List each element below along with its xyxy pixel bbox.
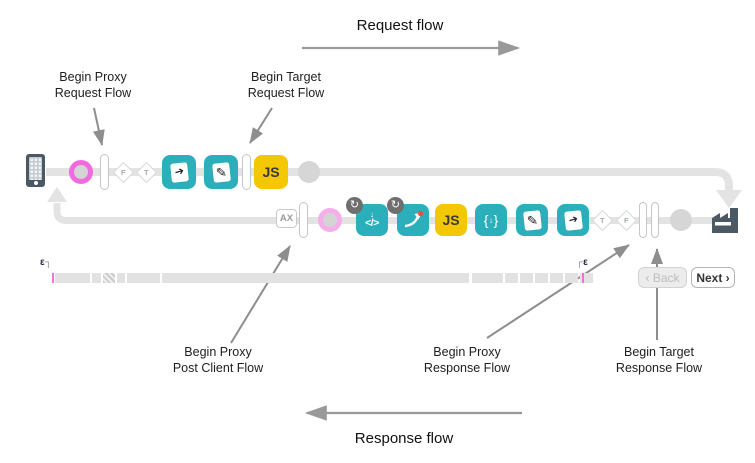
proxy-response-pointer-arrow (486, 244, 630, 339)
next-button[interactable]: Next › (691, 267, 735, 288)
timeline-segment[interactable] (535, 273, 548, 283)
timeline-segment[interactable] (92, 273, 101, 283)
pencil-policy-icon-response[interactable]: ✎ (516, 204, 548, 236)
timeline-pink-tick (582, 273, 584, 283)
response-flow-label: Response flow (354, 430, 454, 447)
pencil-policy-icon-request[interactable]: ✎ (204, 155, 238, 189)
timeline-segment[interactable] (472, 273, 503, 283)
response-step-circle[interactable] (670, 209, 692, 231)
js-policy-icon-request[interactable]: JS (254, 155, 288, 189)
annotation-proxy-request-flow: Begin Proxy Request Flow (54, 70, 132, 100)
annotation-proxy-response-flow: Begin Proxy Response Flow (423, 345, 511, 375)
braces-policy-icon[interactable]: { ↓ } (475, 204, 507, 236)
post-client-flow-pill[interactable] (299, 202, 308, 238)
refresh-badge-icon-2: ↻ (387, 197, 404, 214)
response-start-circle[interactable] (318, 208, 342, 232)
timeline-segment[interactable] (55, 273, 90, 283)
target-factory-icon[interactable] (711, 207, 740, 233)
proxy-response-flow-pill[interactable] (639, 202, 647, 238)
proxy-request-pointer-arrow (92, 107, 105, 146)
request-step-circle[interactable] (298, 161, 320, 183)
js-policy-icon-response[interactable]: JS (435, 204, 467, 236)
epsilon-marker-right: ┌ε (576, 257, 588, 268)
back-button[interactable]: ‹ Back (638, 267, 687, 288)
target-response-flow-pill[interactable] (651, 202, 659, 238)
epsilon-marker-left: ε┐ (40, 257, 52, 268)
timeline-segment[interactable] (162, 273, 469, 283)
pencil-glyph: ✎ (214, 163, 228, 181)
timeline-segment[interactable] (565, 273, 578, 283)
callout-policy-icon-response[interactable]: ➔ (557, 204, 589, 236)
target-request-flow-pill[interactable] (242, 154, 251, 190)
annotation-post-client-flow: Begin Proxy Post Client Flow (172, 345, 264, 375)
response-flow-line (53, 203, 712, 224)
timeline-pink-tick (52, 273, 54, 283)
callout-policy-icon-request[interactable]: ➔ (162, 155, 196, 189)
response-flow-up-arrowhead (47, 187, 67, 202)
phone-home-button (33, 181, 38, 185)
timeline-segment[interactable] (127, 273, 160, 283)
proxy-request-start-circle[interactable] (69, 160, 93, 184)
request-flow-down-arrowhead (716, 190, 742, 208)
timeline-segment[interactable] (580, 273, 593, 283)
proxy-request-flow-pill[interactable] (100, 154, 109, 190)
refresh-badge-icon-1: ↻ (346, 197, 363, 214)
timeline-segment[interactable] (505, 273, 518, 283)
client-phone-icon[interactable] (26, 154, 45, 187)
request-flow-label: Request flow (356, 17, 444, 34)
curved-arrow-red-dot-glyph (404, 210, 424, 228)
timeline-segment[interactable] (117, 273, 125, 283)
request-flow-line (46, 168, 733, 191)
timeline-segment[interactable] (520, 273, 533, 283)
timeline-segment[interactable] (103, 273, 115, 283)
timeline-segment[interactable] (550, 273, 563, 283)
annotation-target-request-flow: Begin Target Request Flow (247, 70, 325, 100)
annotation-target-response-flow: Begin Target Response Flow (615, 345, 703, 375)
target-request-pointer-arrow (249, 107, 273, 144)
analytics-ax-box[interactable]: AX (276, 209, 297, 228)
phone-screen (29, 157, 42, 180)
callout-arrow-glyph: ➔ (172, 164, 185, 179)
post-client-pointer-arrow (230, 245, 291, 344)
